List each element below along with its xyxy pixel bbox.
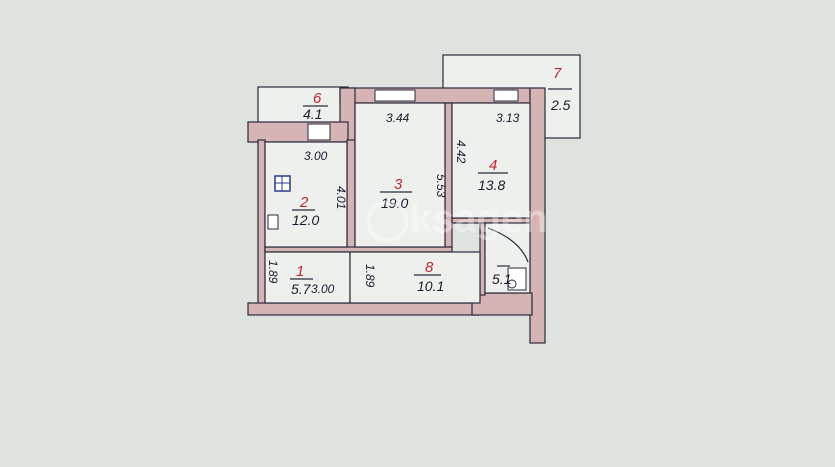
dimension-label: 3.13 (496, 111, 520, 125)
dimension-label: 1.89 (266, 260, 280, 284)
room-number: 2 (299, 194, 309, 211)
room-1-hall (264, 251, 351, 304)
stove-icon (274, 175, 291, 192)
room-area: 12.0 (292, 212, 319, 228)
room-3 (354, 102, 446, 248)
dimension-label: 5.53 (434, 174, 448, 198)
room-area: 2.5 (550, 97, 571, 113)
room-area: 13.8 (478, 177, 505, 193)
dimension-label: 4.01 (334, 186, 348, 209)
dimension-labels: 3.44 3.13 3.00 3.00 5.53 4.42 4.01 1.89 … (266, 111, 520, 296)
room-4 (451, 102, 531, 219)
room-number: 6 (313, 90, 322, 107)
balcony-6 (257, 86, 349, 124)
room-number: 7 (553, 65, 562, 82)
dimension-label: 1.89 (363, 264, 377, 288)
dimension-label: 4.42 (454, 140, 468, 164)
dimension-label: 3.00 (304, 149, 328, 163)
watermark-logo: ◯ksagen (365, 197, 548, 243)
walls (247, 87, 546, 344)
door-swing-icon (487, 227, 529, 263)
room-number: 3 (394, 176, 403, 193)
room-8-corridor (349, 251, 481, 304)
room-labels: 6 4.1 7 2.5 2 12.0 3 19.0 4 13.8 1 5.7 8… (290, 65, 572, 297)
room-area: 4.1 (303, 106, 322, 122)
room-number: 8 (425, 259, 434, 276)
dimension-label: 3.00 (311, 282, 335, 296)
sink-icon (267, 214, 279, 230)
room-area: 19.0 (381, 195, 408, 211)
room-number: 1 (296, 263, 304, 280)
room-area: 5.1 (492, 271, 511, 287)
room-number: 4 (489, 157, 497, 174)
room-area: 10.1 (417, 278, 444, 294)
room-2-kitchen (264, 141, 348, 248)
dimension-label: 3.44 (386, 111, 410, 125)
room-area: 5.7 (291, 281, 312, 297)
